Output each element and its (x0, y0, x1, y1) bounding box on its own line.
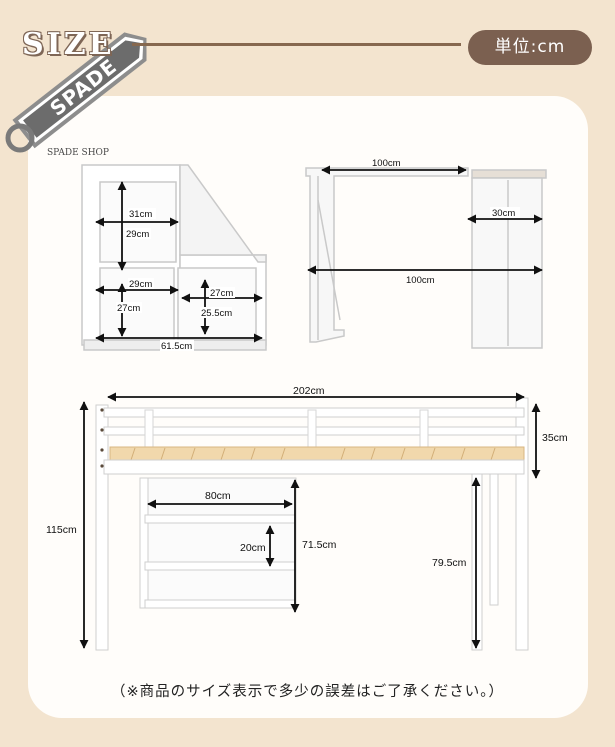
label-desk-depth: 30cm (492, 208, 515, 219)
label-desk-bottom-width: 100cm (406, 275, 435, 286)
brand-logo: SPADE (5, 32, 147, 153)
title-divider (132, 43, 461, 46)
label-bed-shelf-height: 71.5cm (302, 539, 337, 551)
shop-name: SPADE SHOP (47, 148, 109, 158)
desk-drawing (305, 167, 547, 349)
label-bed-length: 202cm (293, 385, 325, 397)
label-stair-total-width: 61.5cm (161, 341, 192, 352)
label-bed-total-height: 115cm (46, 524, 77, 536)
label-stair-top-height: 29cm (126, 229, 149, 240)
label-desk-top-width: 100cm (372, 158, 401, 169)
label-stair-right-height: 25.5cm (201, 308, 232, 319)
bed-drawing (95, 397, 529, 651)
label-stair-mid-height: 27cm (117, 303, 140, 314)
label-stair-right-width: 27cm (210, 288, 233, 299)
staircase-drawing (81, 164, 267, 351)
size-disclaimer: （※商品のサイズ表示で多少の誤差はご了承ください。） (111, 684, 504, 700)
label-bed-rail-height: 35cm (542, 432, 568, 444)
label-bed-shelf-width: 80cm (205, 490, 231, 502)
label-stair-mid-width: 29cm (129, 279, 152, 290)
page-title: SIZE (22, 27, 115, 62)
label-bed-shelf-gap: 20cm (240, 542, 266, 554)
unit-badge: 単位:cm (468, 30, 592, 65)
label-bed-clearance: 79.5cm (432, 557, 467, 569)
label-stair-top-width: 31cm (129, 209, 152, 220)
